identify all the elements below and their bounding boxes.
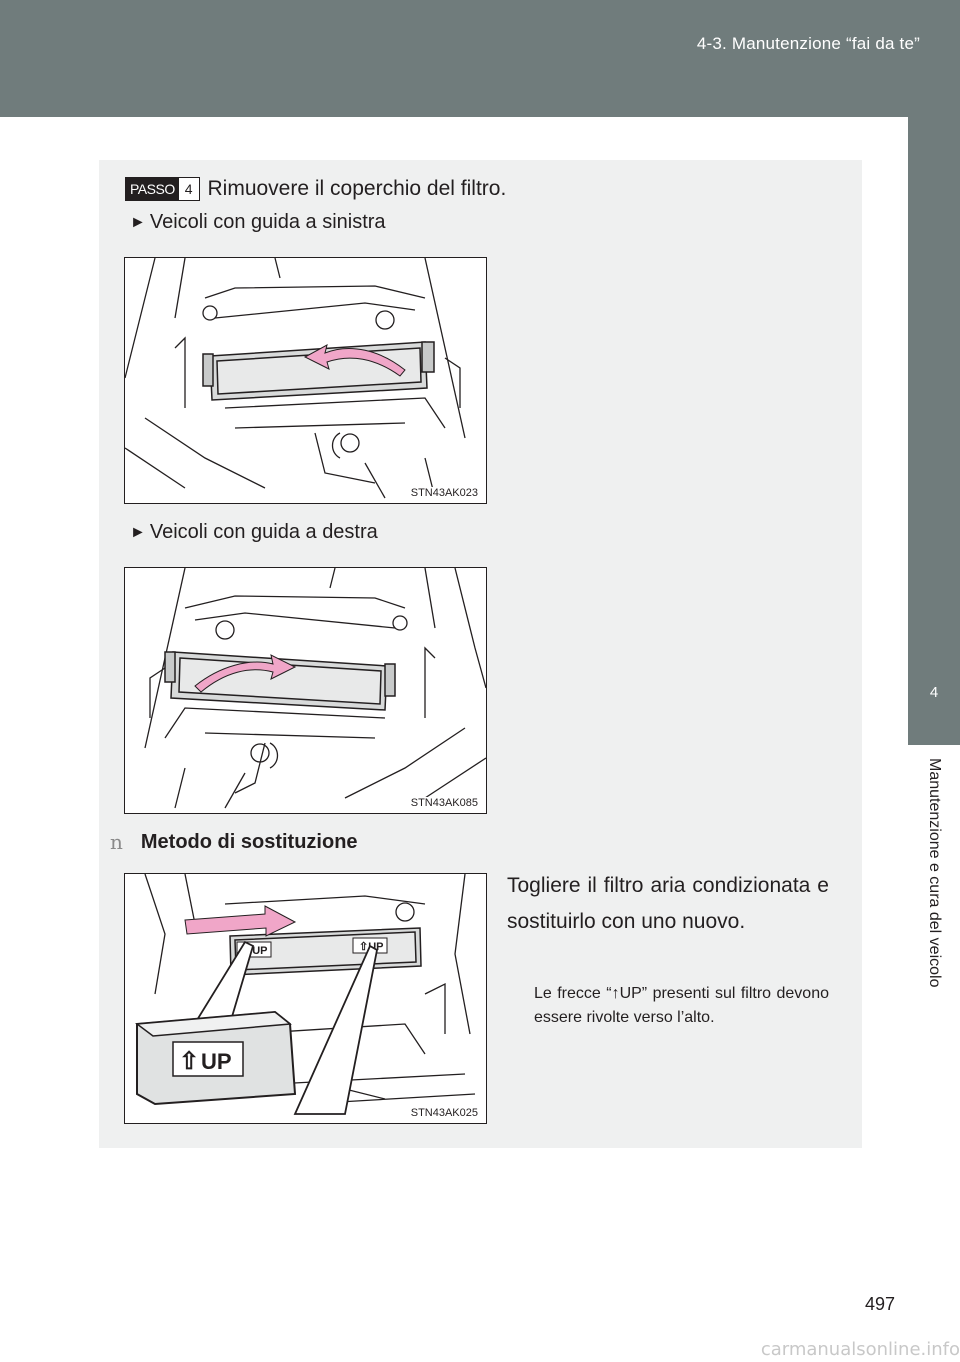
figure-code: STN43AK085 — [408, 797, 480, 809]
step-badge: PASSO 4 — [125, 177, 200, 201]
step-badge-number: 4 — [178, 178, 199, 200]
step-badge-word: PASSO — [126, 178, 179, 200]
section-bullet: n — [110, 830, 123, 854]
triangle-marker-icon: ► — [130, 523, 146, 541]
chapter-number: 4 — [929, 684, 939, 701]
variant-label: Veicoli con guida a sinistra — [149, 211, 386, 233]
figure-code: STN43AK025 — [408, 1107, 480, 1119]
section-title-text: Metodo di sostituzione — [140, 830, 358, 853]
variant-right-hand: ► Veicoli con guida a destra — [130, 521, 378, 544]
variant-label: Veicoli con guida a destra — [149, 521, 378, 543]
section-title: 4-3. Manutenzione “fai da te” — [696, 34, 920, 53]
filter-cover-illustration-rhd — [144, 568, 486, 809]
chapter-title: Manutenzione e cura del veicolo — [926, 758, 943, 988]
replacement-note: Le frecce “↑UP” presenti sul filtro devo… — [534, 985, 829, 1026]
figure-code: STN43AK023 — [408, 487, 480, 499]
section-heading: n Metodo di sostituzione — [110, 830, 358, 854]
removal-arrow-icon — [194, 654, 297, 693]
variant-left-hand: ► Veicoli con guida a sinistra — [130, 211, 386, 234]
chapter-tab — [908, 117, 960, 745]
triangle-marker-icon: ► — [130, 213, 146, 231]
replacement-instruction: Togliere il filtro aria condizionata e s… — [507, 874, 829, 933]
figure-right-hand-drive: STN43AK085 — [124, 567, 487, 814]
insert-arrow-icon — [184, 905, 297, 937]
filter-cover-illustration-lhd — [125, 258, 466, 499]
up-arrow-icon: ⇧ — [179, 1048, 199, 1075]
page-header — [0, 0, 960, 117]
figure-replacement: ⇧UP ⇧UP ⇧ UP STN43AK025 — [124, 873, 487, 1124]
step-text: Rimuovere il coperchio del filtro. — [207, 177, 507, 200]
chapter-label: Manutenzione e cura del veicolo — [908, 758, 960, 1088]
figure-left-hand-drive: STN43AK023 — [124, 257, 487, 504]
step-row: PASSO 4 Rimuovere il coperchio del filtr… — [125, 174, 506, 204]
watermark: carmanualsonline.info — [760, 1339, 960, 1360]
filter-replacement-illustration: ⇧UP ⇧UP ⇧ UP — [134, 874, 476, 1115]
up-label: UP — [201, 1049, 232, 1074]
removal-arrow-icon — [303, 344, 406, 377]
page-number: 497 — [864, 1294, 895, 1314]
